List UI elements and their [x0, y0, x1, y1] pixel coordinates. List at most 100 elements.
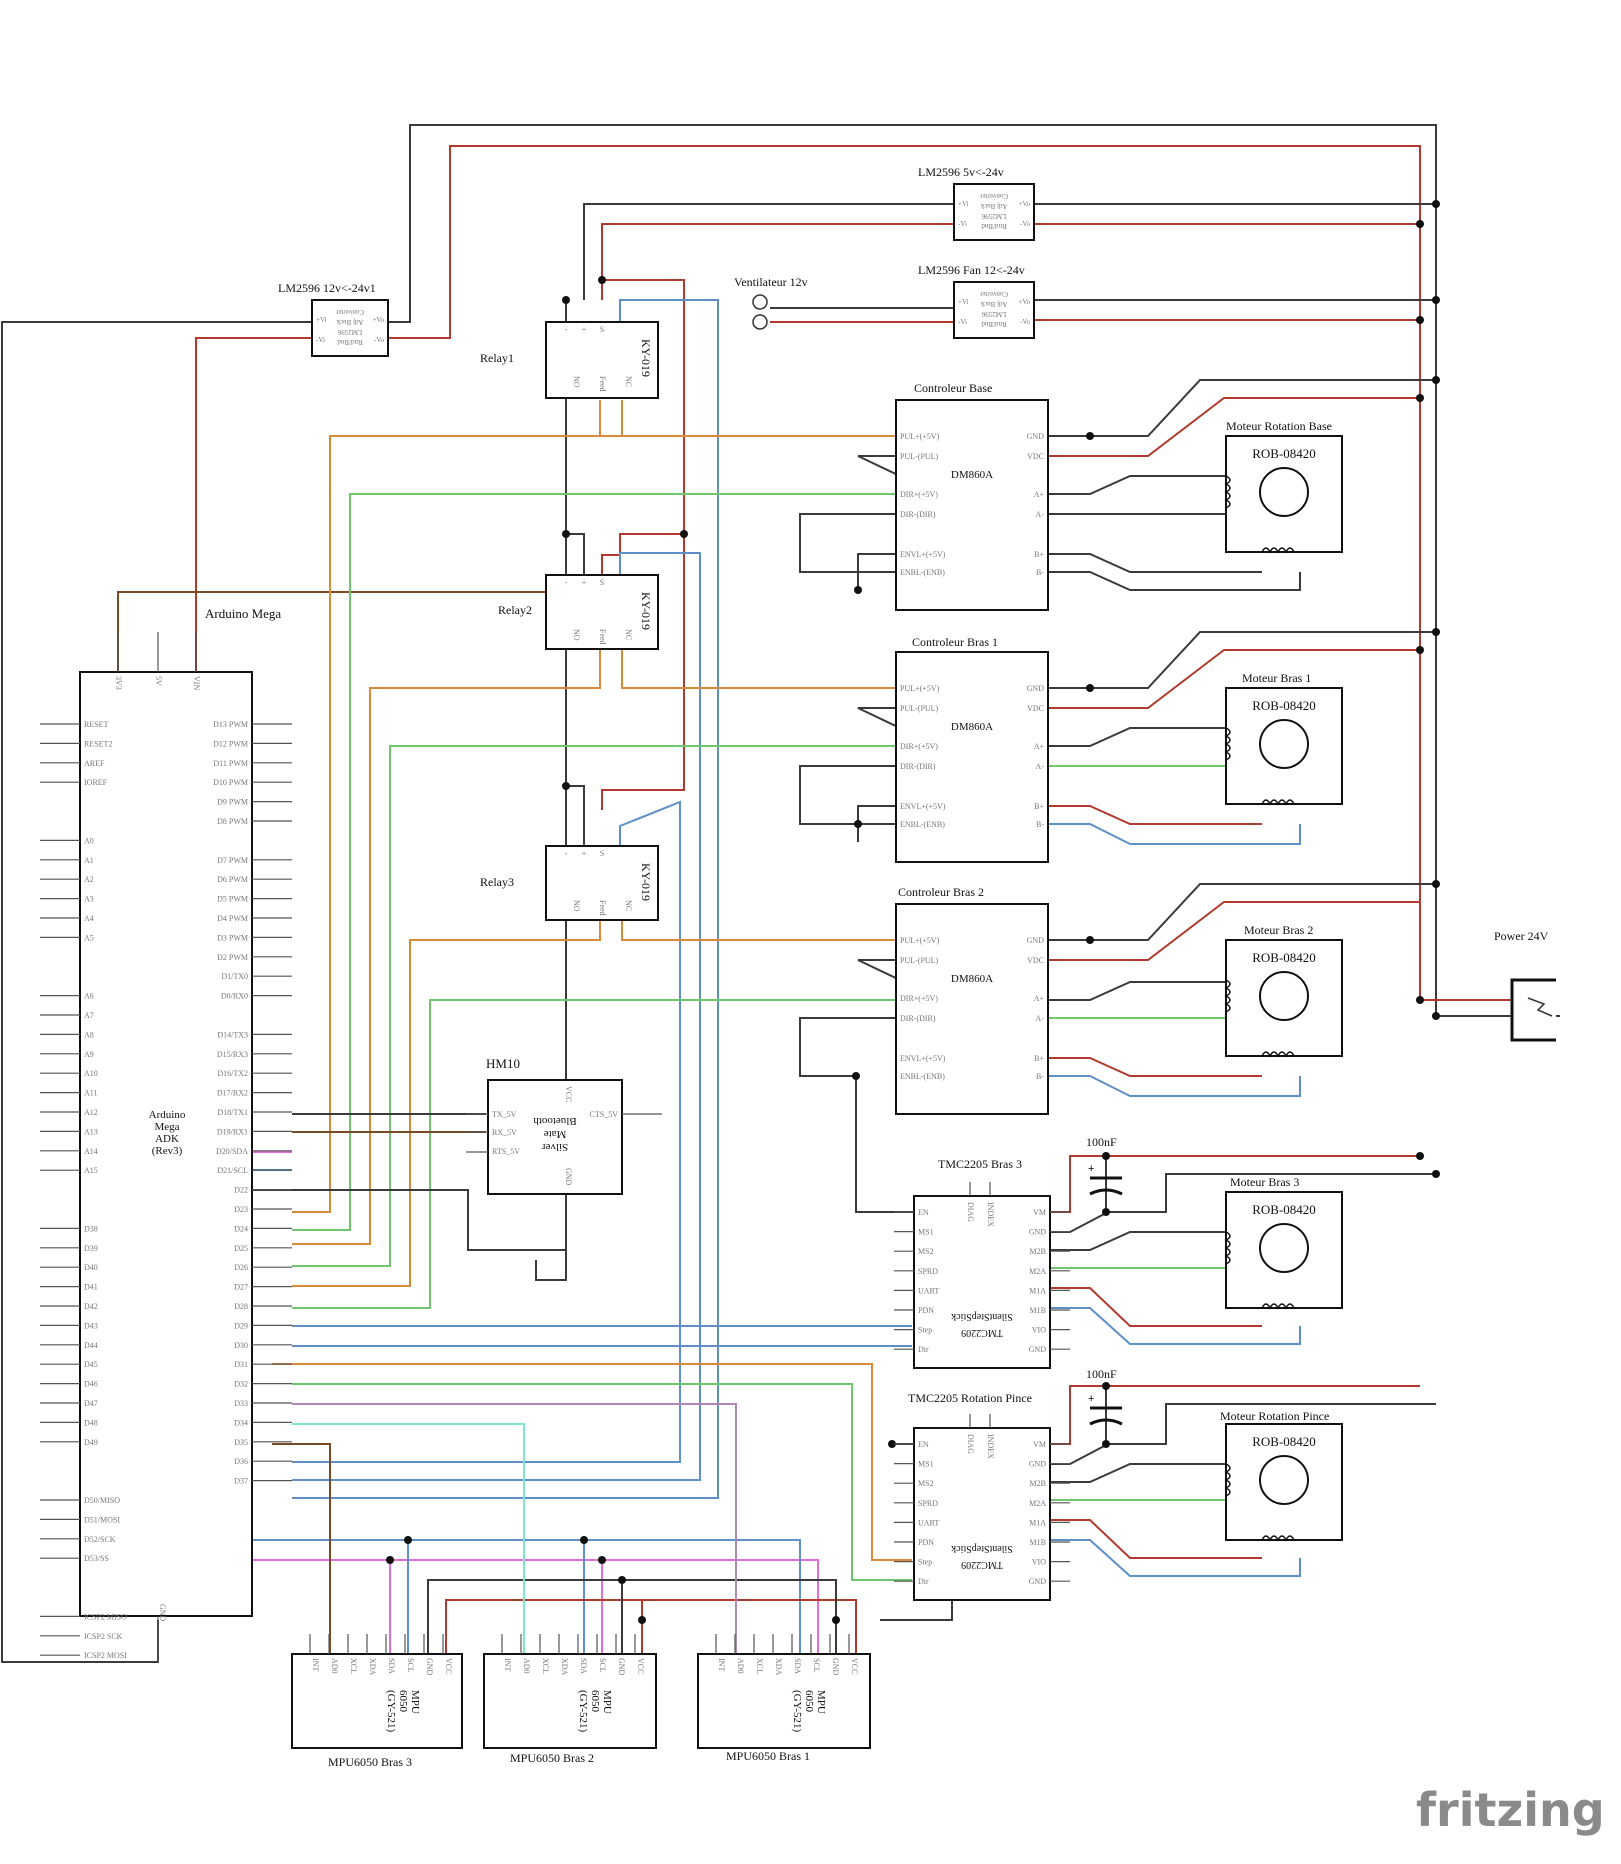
arduino-top-pin-label: VIN [192, 676, 201, 690]
mpu-pin: VCC [850, 1658, 859, 1674]
mpu-inner-line: (GY-521) [577, 1690, 589, 1732]
wire-black-bras2-a1 [1048, 981, 1226, 1001]
wire-blue-relay3-s [292, 800, 681, 1463]
arduino-pin-label: D18/TX1 [217, 1108, 248, 1117]
motor-model-label: ROB-08420 [1252, 446, 1316, 461]
lm-fan-title: LM2596 Fan 12<-24v [918, 263, 1025, 277]
wire-red-5v [601, 223, 954, 300]
mpu-bras2: MPU6050 Bras 2 [483, 1653, 657, 1765]
arduino-pin-label: D17/RX2 [217, 1089, 248, 1098]
mpu-pin: GND [831, 1658, 840, 1676]
tmc-right-pin: M1B [1030, 1538, 1046, 1547]
dm-model-label: DM860A [951, 973, 993, 985]
relay-model-label: KY-019 [639, 339, 653, 377]
wire-black-base-b1 [1048, 553, 1262, 573]
fan-title: Ventilateur 12v [734, 275, 808, 289]
arduino-pin-label: IOREF [84, 778, 108, 787]
arduino-pin-label: D4 PWM [217, 914, 248, 923]
motor-bras1: Moteur Bras 1 [1242, 671, 1311, 685]
junction-dot [1416, 1152, 1424, 1160]
lm-pin-label: +Vi [316, 316, 327, 324]
mpu-inner-line: 6050 [397, 1690, 409, 1713]
wire-red-relay2 [601, 533, 684, 575]
arduino-pin-label: D14/TX3 [217, 1030, 248, 1039]
wire-black-bras1-a1 [1048, 727, 1226, 747]
dm-left-pin: DIR+(+5V) [900, 742, 938, 751]
hm10-pin: TX_5V [492, 1110, 517, 1119]
dm-right-pin: A- [1036, 1014, 1045, 1023]
dm-right-pin: B- [1036, 1072, 1044, 1081]
controller-bras1: Controleur Bras 1 [895, 635, 1049, 863]
tmc3-body [913, 1195, 1051, 1369]
arduino-pin-label: D3 PWM [217, 933, 248, 942]
junction-dot [1416, 394, 1424, 402]
arduino-pin-label: D8 PWM [217, 817, 248, 826]
tmc-left-pin: Dir [918, 1345, 929, 1354]
junction-dot [832, 1616, 840, 1624]
lm2596-12v: LM2596 12v<-24v1 [278, 281, 389, 357]
mpu-bras3-body [291, 1653, 463, 1749]
lm-inner-label: Adj Buck [980, 202, 1008, 210]
lm-inner-label: LM2596 [981, 212, 1006, 220]
lm-12v-body [311, 299, 389, 357]
arduino-pin-label: D2 PWM [217, 953, 248, 962]
dm-right-pin: GND [1027, 684, 1045, 693]
motor-bras1-title: Moteur Bras 1 [1242, 671, 1311, 685]
wire-orange-bras1-pul [621, 650, 900, 689]
tmc-left-pin: MS1 [918, 1228, 934, 1237]
junctions [386, 200, 1440, 1624]
tmc-right-pin: M2A [1029, 1267, 1046, 1276]
dm-right-pin: VDC [1027, 704, 1044, 713]
ctrl-bras2-title: Controleur Bras 2 [898, 885, 984, 899]
arduino-pin-label: D19/RX1 [217, 1127, 248, 1136]
arduino-pin-label: D27 [234, 1283, 248, 1292]
tmc-right-pin: VM [1033, 1208, 1046, 1217]
wire-black-5v [583, 203, 954, 300]
arduino-pin-label: D50/MISO [84, 1496, 120, 1505]
wire-cyan-ad0 [292, 1423, 525, 1654]
arduino-pin-label: D23 [234, 1205, 248, 1214]
dm-right-pin: B+ [1034, 550, 1044, 559]
arduino-pin-label: D44 [84, 1341, 98, 1350]
tmc-right-pin: M2B [1030, 1247, 1046, 1256]
arduino-pin-label: AREF [84, 759, 105, 768]
arduino-pin-label: D36 [234, 1457, 248, 1466]
wire-blue-tmc3-m1b [1048, 1307, 1301, 1345]
dm-model-label: DM860A [951, 721, 993, 733]
fan-terminal-icon [752, 314, 768, 330]
mpu-pin: SCL [812, 1658, 821, 1673]
motor-coil-a-icon [1224, 727, 1231, 761]
ctrl-bras1-body [895, 651, 1049, 863]
junction-dot [1432, 376, 1440, 384]
arduino-pin-label: A8 [84, 1030, 94, 1039]
motor-coil-b-icon [1261, 1535, 1295, 1542]
cap-plus-icon: + [1088, 1163, 1094, 1175]
dm-right-pin: B+ [1034, 1054, 1044, 1063]
tmc-left-pin: Step [918, 1326, 932, 1335]
arduino-pin-label: D38 [84, 1224, 98, 1233]
junction-dot [580, 1536, 588, 1544]
arduino-model-line: Arduino [149, 1109, 186, 1121]
dm-left-pin: PUL-(PUL) [900, 452, 939, 461]
tmc-inner-line: SilentStepStick [951, 1543, 1013, 1554]
relay2-title: Relay2 [498, 603, 532, 617]
relay-bottom-pin: Feed [598, 629, 607, 645]
stepper-motor-body [1225, 687, 1343, 805]
motor-coil-a-icon [1224, 1231, 1231, 1265]
arduino-pin-label: A0 [84, 836, 94, 845]
wire-orange-base-pul [599, 400, 900, 437]
mpu-pin: SCL [406, 1658, 415, 1673]
arduino-top-pin-label: 5V [154, 676, 163, 686]
relay-model-label: KY-019 [639, 863, 653, 901]
motor-rotor-icon [1259, 719, 1309, 769]
motor-bodies: ROB-08420ROB-08420ROB-08420ROB-08420ROB-… [1224, 435, 1343, 1542]
arduino-pin-label: A12 [84, 1108, 98, 1117]
motor-bras2: Moteur Bras 2 [1244, 923, 1313, 937]
motor-bras3: Moteur Bras 3 [1230, 1175, 1299, 1189]
relay-top-pin: S [600, 849, 604, 858]
relay1-body [545, 321, 659, 399]
arduino-pin-label: D5 PWM [217, 895, 248, 904]
